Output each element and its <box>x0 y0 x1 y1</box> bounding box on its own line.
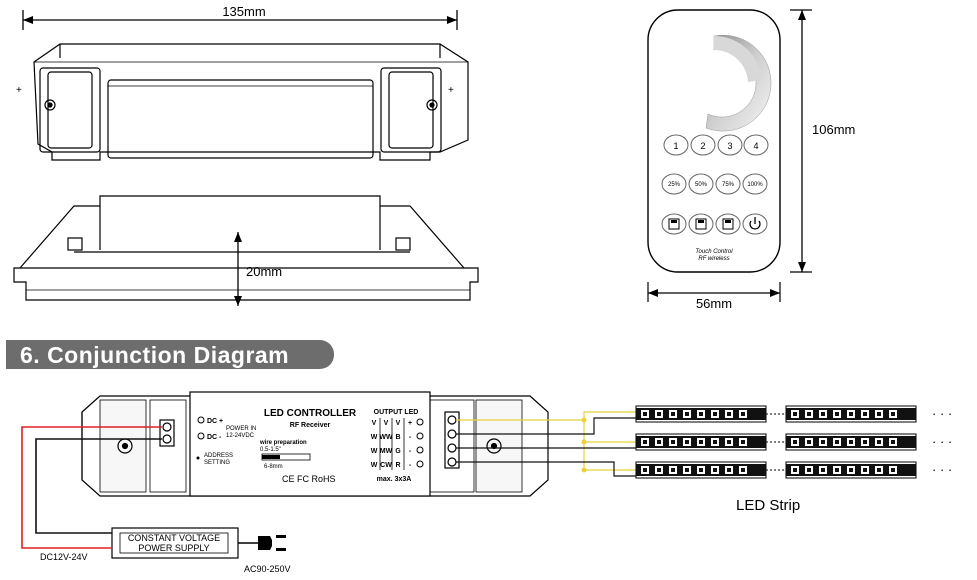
led-strip-segment <box>635 405 767 423</box>
svg-text:50%: 50% <box>695 182 708 188</box>
svg-text:1: 1 <box>673 141 678 151</box>
remote-button-75[interactable]: 75% <box>715 173 741 195</box>
led-strip-segment <box>785 433 917 451</box>
remote-brand-line1: Touch Control <box>695 249 733 255</box>
svg-text:R: R <box>395 462 400 469</box>
remote-button-50[interactable]: 50% <box>688 173 714 195</box>
power-icon <box>749 220 761 230</box>
controller-top-view: + + <box>16 43 469 161</box>
ac-plug-icon <box>238 535 286 551</box>
save-icon <box>668 218 680 230</box>
dc-voltage-label: DC12V-24V <box>40 552 88 562</box>
remote-scene-button-1[interactable] <box>661 213 687 235</box>
address-line2: SETTING <box>204 460 230 466</box>
remote-width-dimension: 56mm <box>647 282 781 311</box>
remote-button-100[interactable]: 100% <box>742 173 768 195</box>
power-in-label: POWER IN <box>226 426 256 432</box>
dc-plus-label: DC + <box>207 418 223 425</box>
ellipsis-row2: · · · <box>932 434 952 449</box>
svg-text:-: - <box>409 448 412 455</box>
remote-button-3[interactable]: 3 <box>717 134 743 156</box>
led-strip-segment <box>785 461 917 479</box>
led-strip-segment <box>635 461 767 479</box>
power-voltage-label: 12-24VDC <box>226 433 255 439</box>
svg-text:V: V <box>372 420 377 427</box>
svg-text:-: - <box>409 434 412 441</box>
address-line1: ADDRESS <box>204 453 233 459</box>
svg-text:+: + <box>448 85 454 96</box>
output-wires <box>456 411 636 477</box>
ellipsis-row1: · · · <box>932 406 952 421</box>
svg-text:B: B <box>395 434 400 441</box>
max-current-label: max. 3x3A <box>377 476 412 483</box>
dc-minus-label: DC - <box>207 434 222 441</box>
output-title: OUTPUT LED <box>374 409 419 416</box>
svg-text:2: 2 <box>700 141 705 151</box>
psu-line2: POWER SUPPLY <box>138 543 209 553</box>
height-dimension: 20mm <box>234 232 282 306</box>
svg-text:G: G <box>395 448 401 455</box>
svg-text:+: + <box>16 85 22 96</box>
height-label: 20mm <box>246 264 282 279</box>
output-label-block: OUTPUT LED V V V + W WW B - W MW G - W C… <box>371 409 424 483</box>
svg-text:25%: 25% <box>668 182 681 188</box>
controller-subtitle: RF Receiver <box>290 422 331 429</box>
svg-text:W: W <box>371 448 378 455</box>
controller-side-view <box>13 195 479 301</box>
svg-text:V: V <box>384 420 389 427</box>
remote-scene-button-3[interactable] <box>715 213 741 235</box>
ellipsis-row3: · · · <box>932 462 952 477</box>
remote-button-25[interactable]: 25% <box>661 173 687 195</box>
remote-scene-button-2[interactable] <box>688 213 714 235</box>
ac-voltage-label: AC90-250V <box>244 564 291 574</box>
led-strip-segment <box>785 405 917 423</box>
controller-diagram <box>81 391 549 497</box>
remote-height-dimension: 106mm <box>790 9 855 273</box>
save-icon <box>695 218 707 230</box>
svg-text:+: + <box>408 420 412 427</box>
svg-text:100%: 100% <box>747 182 763 188</box>
section-banner <box>6 340 334 369</box>
power-in-labels: DC + DC - POWER IN 12-24VDC <box>197 416 256 441</box>
remote-row1: 1 2 3 4 <box>663 134 769 156</box>
svg-text:75%: 75% <box>722 182 735 188</box>
led-strips <box>635 405 917 479</box>
remote-row3 <box>661 213 768 235</box>
save-icon <box>722 218 734 230</box>
remote-button-2[interactable]: 2 <box>690 134 716 156</box>
section-title: 6. Conjunction Diagram <box>20 342 290 368</box>
psu-line1: CONSTANT VOLTAGE <box>128 533 220 543</box>
svg-text:V: V <box>396 420 401 427</box>
remote-width-label: 56mm <box>696 296 732 311</box>
wire-prep-label: wire preparation <box>259 440 307 446</box>
led-strip-label: LED Strip <box>736 497 800 514</box>
svg-text:CW: CW <box>380 462 392 469</box>
svg-text:4: 4 <box>753 141 758 151</box>
certifications-label: CE FC RoHS <box>282 474 336 484</box>
remote-button-1[interactable]: 1 <box>663 134 689 156</box>
svg-text:W: W <box>371 462 378 469</box>
svg-text:-: - <box>409 462 412 469</box>
remote-row2: 25% 50% 75% 100% <box>661 173 768 195</box>
remote-brand-line2: RF wireless <box>698 256 729 262</box>
remote-button-4[interactable]: 4 <box>743 134 769 156</box>
power-supply: CONSTANT VOLTAGE POWER SUPPLY <box>111 527 239 559</box>
remote-power-button[interactable] <box>742 213 768 235</box>
svg-text:3: 3 <box>727 141 732 151</box>
svg-text:W: W <box>371 434 378 441</box>
led-strip-segment <box>635 433 767 451</box>
length-label: 135mm <box>222 4 265 19</box>
svg-text:WW: WW <box>379 434 393 441</box>
power-wires <box>21 426 162 549</box>
controller-title: LED CONTROLLER <box>264 408 357 419</box>
svg-text:MW: MW <box>380 448 393 455</box>
length-dimension: 135mm <box>22 4 458 30</box>
strip-length-label: 6-8mm <box>264 464 283 470</box>
remote-height-label: 106mm <box>812 122 855 137</box>
wire-spec-label: 0.5-1.5" <box>260 447 281 453</box>
